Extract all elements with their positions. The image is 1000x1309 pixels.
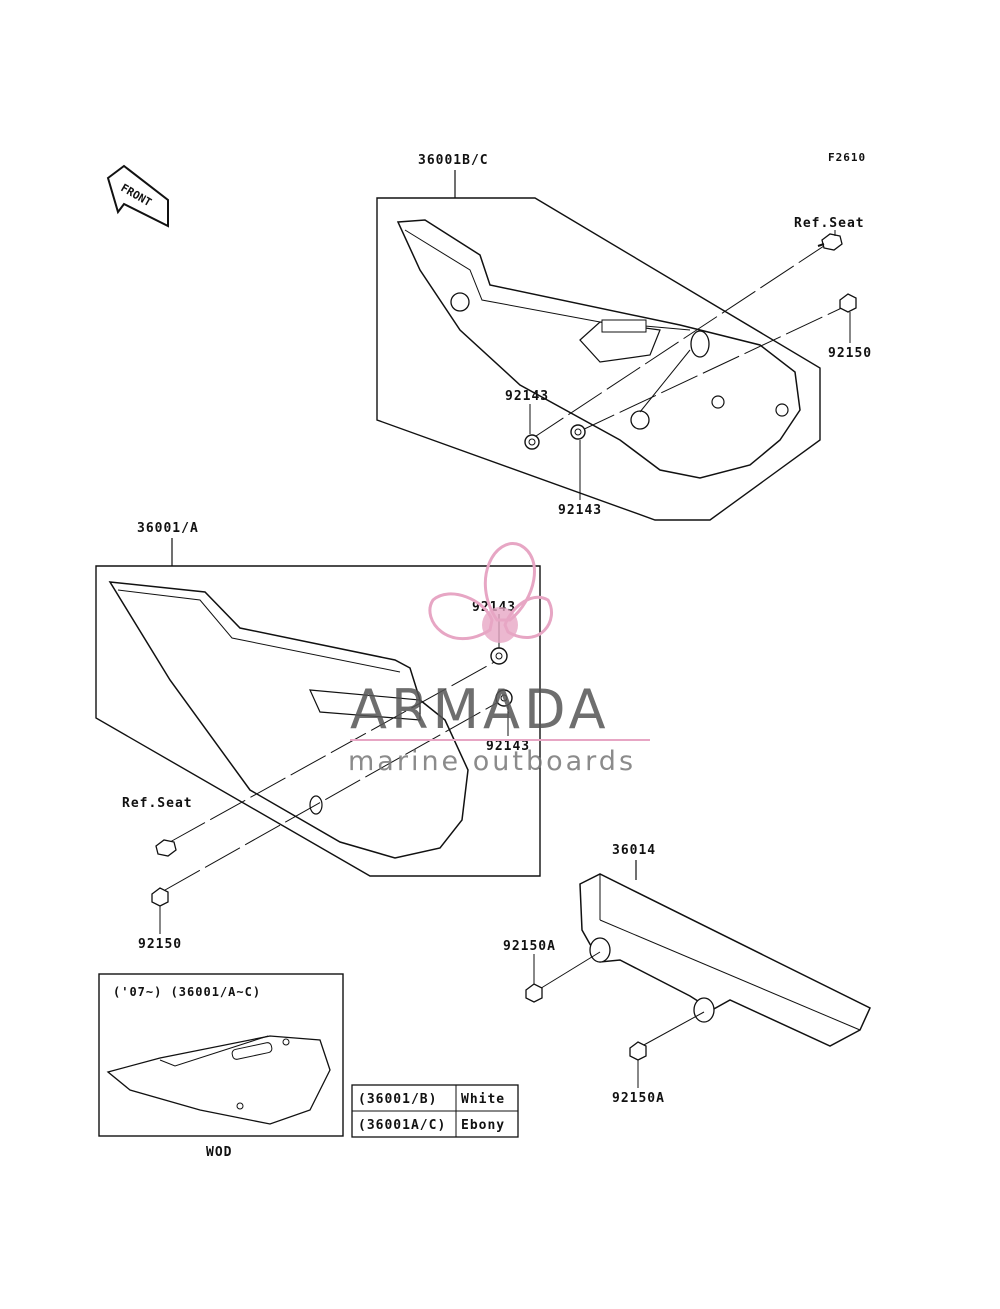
color-table: (36001/B) White (36001A/C) Ebony	[351, 1084, 519, 1138]
upper-part-label: 36001B/C	[418, 153, 489, 168]
washer-icon	[490, 647, 508, 665]
bolt-icon	[151, 887, 169, 907]
bolt-icon	[155, 839, 177, 857]
washer-icon	[524, 434, 540, 450]
watermark-brand: ARMADA	[350, 678, 610, 741]
middle-group: 36001/A 92143 92143 Ref.Seat 92150	[95, 521, 541, 952]
upper-ref-seat-label: Ref.Seat	[794, 216, 865, 231]
middle-ref-seat-label: Ref.Seat	[122, 796, 193, 811]
middle-washer-label-b: 92143	[486, 739, 530, 754]
chain-guard-group: 36014 92150A 92150A	[503, 843, 871, 1106]
table-cell: (36001/B)	[358, 1092, 437, 1107]
bolt-icon	[839, 293, 857, 313]
bolt-icon	[817, 233, 843, 251]
inset-side-cover	[106, 1035, 331, 1125]
front-arrow-icon: FRONT	[106, 164, 169, 228]
chain-guard-bolt-label-b: 92150A	[612, 1091, 665, 1106]
table-cell: Ebony	[461, 1118, 505, 1133]
watermark: ARMADA marine outboards	[348, 542, 650, 777]
diagram-code: F2610	[828, 151, 866, 164]
propeller-logo-icon	[428, 542, 554, 643]
table-cell: (36001A/C)	[358, 1118, 446, 1133]
chain-guard-part-label: 36014	[612, 843, 656, 858]
upper-washer-label-a: 92143	[505, 389, 549, 404]
inset-caption: WOD	[206, 1145, 232, 1160]
upper-group: 36001B/C Ref.Seat 92150 921	[376, 153, 872, 521]
bolt-icon	[525, 983, 543, 1003]
upper-washer-label-b: 92143	[558, 503, 602, 518]
inset-title: ('07~) (36001/A~C)	[113, 985, 261, 999]
chain-guard-bolt-label-a: 92150A	[503, 939, 556, 954]
washer-icon	[495, 689, 513, 707]
table-cell: White	[461, 1092, 505, 1107]
chain-guard	[579, 873, 871, 1047]
watermark-tagline: marine outboards	[348, 746, 636, 777]
side-cover-lh	[108, 581, 469, 859]
upper-bolt-label: 92150	[828, 346, 872, 361]
washer-icon	[570, 424, 586, 440]
middle-part-label: 36001/A	[137, 521, 199, 536]
inset-panel: ('07~) (36001/A~C) WOD	[98, 973, 344, 1160]
middle-bolt-label: 92150	[138, 937, 182, 952]
bolt-icon	[629, 1041, 647, 1061]
